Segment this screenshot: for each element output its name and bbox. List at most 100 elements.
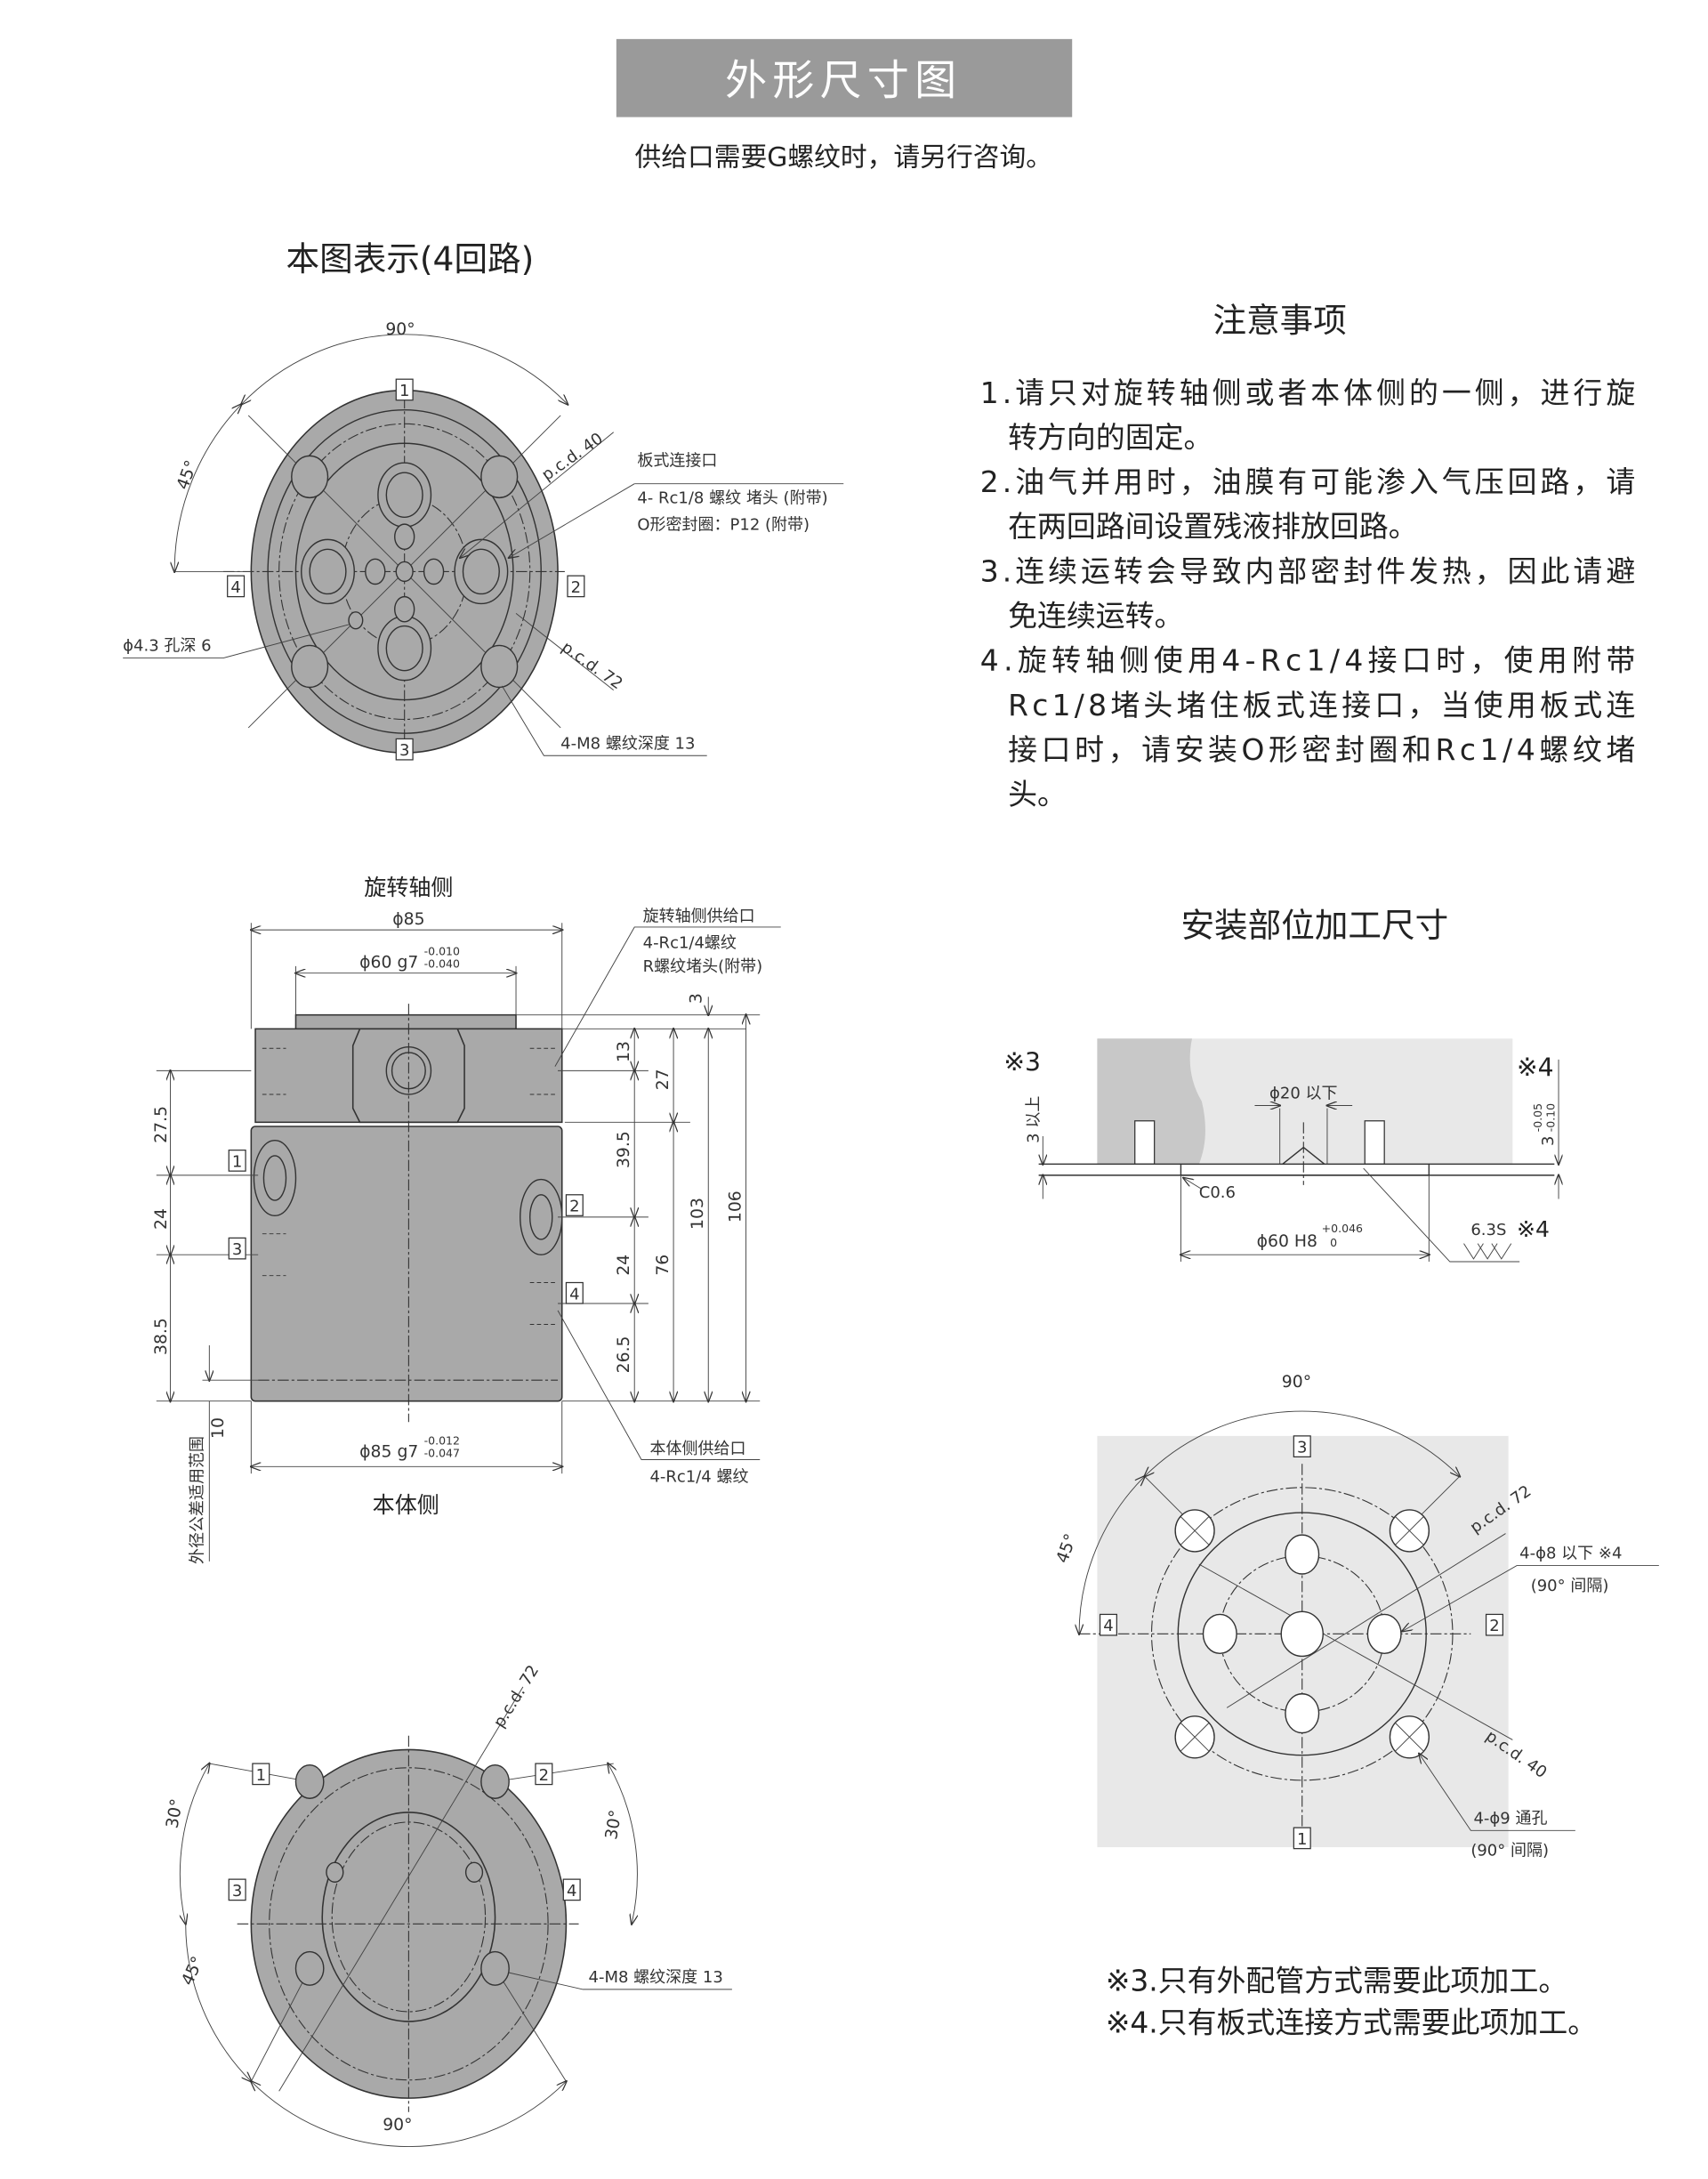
dimension-label: 3 [687, 993, 705, 1004]
port-number-2: 2 [1485, 1613, 1503, 1636]
dimension-label: 76 [654, 1255, 673, 1276]
dimension-label: 1 [1297, 1830, 1307, 1849]
dimension-label: 39.5 [615, 1131, 633, 1168]
dimension-label: ϕ20 以下 [1269, 1085, 1338, 1103]
footnote-4: ※4.只有板式连接方式需要此项加工。 [1106, 2005, 1597, 2039]
shaft-side-caption: 旋转轴侧 [364, 875, 453, 900]
dimension-label: 90° [1282, 1373, 1311, 1392]
note-1-cont: 转方向的固定。 [1008, 420, 1213, 455]
m8-thread-label: 4-M8 螺纹深度 13 [560, 734, 695, 753]
surface-roughness-symbol [1463, 1243, 1512, 1260]
note-2: 2.油气并用时，油膜有可能渗入气压回路，请 [980, 464, 1635, 499]
top-view-drawing: 本图表示(4回路) 90° 45° 1 2 3 4 [123, 239, 844, 761]
pcd-40-label: p.c.d. 40 [538, 429, 606, 484]
body-section [250, 1126, 563, 1402]
port-number-3: 3 [228, 1237, 246, 1260]
body-side-caption: 本体侧 [373, 1492, 439, 1518]
pcd-72-label: p.c.d. 72 [490, 1662, 543, 1731]
dimension-label: 24 [152, 1208, 171, 1230]
dimension-label: R螺纹堵头(附带) [643, 957, 763, 976]
pcd-72-label: p.c.d. 72 [558, 638, 625, 693]
dimension-label: 103 [689, 1198, 707, 1230]
dimension-label: 10 [209, 1417, 228, 1439]
dimension-label: -0.010 [424, 944, 460, 957]
note-4-cont-3: 头。 [1008, 777, 1067, 811]
dimension-label: 90° [383, 2116, 412, 2135]
notes-section: 注意事项 1.请只对旋转轴侧或者本体侧的一侧，进行旋 转方向的固定。 2.油气并… [980, 301, 1636, 811]
dimension-label: ϕ60 H8 [1257, 1232, 1317, 1251]
dimension-label: +0.046 [1322, 1222, 1363, 1235]
dimension-label: 45° [1053, 1531, 1081, 1566]
dimension-label: 1 [232, 1152, 242, 1171]
body-port-title: 本体侧供给口 [649, 1440, 745, 1458]
dimension-label: 2 [569, 1198, 579, 1216]
dimension-label: ϕ85 [392, 910, 424, 929]
dimension-label: 2 [539, 1766, 549, 1785]
note-2-cont: 在两回路间设置残液排放回路。 [1008, 509, 1417, 544]
angle-45-arc [174, 404, 241, 571]
through-holes-label: 4-ϕ9 通孔 [1473, 1809, 1547, 1828]
dimension-label: 3 [1297, 1439, 1307, 1457]
dimension-label: 27.5 [152, 1106, 171, 1143]
title-banner: 外形尺寸图 [616, 38, 1073, 117]
through-holes [1174, 1509, 1430, 1759]
port-number-3: 3 [1293, 1435, 1311, 1457]
dimension-label: 2 [1489, 1617, 1499, 1635]
port-number-4: 4 [565, 1281, 584, 1304]
port-number-1: 1 [395, 378, 414, 401]
dimension-label: 26.5 [615, 1336, 633, 1373]
dimension-label: -0.047 [424, 1446, 460, 1459]
dimension-label: 0 [1330, 1236, 1337, 1249]
angle-90-arc [241, 334, 568, 405]
dimension-label: 3 [1539, 1136, 1558, 1146]
note-3-cont: 免连续运转。 [1008, 599, 1183, 634]
dimension-label: 30° [602, 1809, 625, 1841]
m8-thread-label: 4-M8 螺纹深度 13 [589, 1968, 723, 1987]
top-view-caption: 本图表示(4回路) [286, 239, 535, 278]
note-4: 4.旋转轴侧使用4-Rc1/4接口时，使用附带 [980, 643, 1635, 678]
note-4-cont-1: Rc1/8堵头堵住板式连接口，当使用板式连 [1008, 688, 1635, 722]
dimension-label: -0.05 [1531, 1103, 1544, 1132]
dimension-label: (90° 间隔) [1531, 1577, 1609, 1595]
footnote-3: ※3.只有外配管方式需要此项加工。 [1106, 1963, 1567, 1997]
dimension-label: ϕ85 g7 [359, 1442, 418, 1461]
dimension-label: 30° [164, 1797, 187, 1829]
pin-hole-label: ϕ4.3 孔深 6 [123, 637, 211, 656]
dimension-label: 24 [615, 1255, 633, 1276]
port-number-1: 1 [252, 1763, 270, 1786]
angle-45-label: 45° [173, 458, 201, 493]
bore-recess [1180, 1163, 1430, 1176]
note-4-cont-2: 接口时，请安装O形密封圈和Rc1/4螺纹堵 [1008, 732, 1635, 767]
dimension-label: ※4 [1517, 1216, 1550, 1242]
dimension-label: 13 [615, 1041, 633, 1062]
plate-port-oring: O形密封圈：P12 (附带) [637, 515, 810, 534]
dimension-label: ϕ60 g7 [359, 953, 418, 972]
dimension-label: 4-Rc1/4 螺纹 [649, 1468, 748, 1487]
dimension-label: 1 [256, 1766, 266, 1785]
note-1: 1.请只对旋转轴侧或者本体侧的一侧，进行旋 [980, 375, 1635, 410]
side-view-drawing: 旋转轴侧 ϕ85 ϕ60 g7 -0.010 -0.040 27.5 24 38… [152, 875, 781, 1564]
note-mark-3: ※3 [1003, 1047, 1041, 1077]
dimension-label: 4 [230, 578, 240, 597]
plate-port-title: 板式连接口 [637, 451, 717, 470]
tolerance-range-label: 外径公差适用范围 [188, 1436, 206, 1564]
plate-port-thread: 4- Rc1/8 螺纹 堵头 (附带) [637, 489, 827, 508]
port-number-1: 1 [228, 1150, 246, 1172]
port-number-2: 2 [565, 1194, 584, 1216]
notes-title: 注意事项 [1213, 301, 1346, 340]
note-mark-4: ※4 [1517, 1053, 1554, 1083]
port-number-4: 4 [227, 575, 246, 598]
angle-90-label: 90° [385, 320, 415, 339]
dimension-label: -0.012 [424, 1433, 460, 1447]
mounting-plan-drawing: 90° 45° 3 1 4 2 p.c.d. 72 p.c.d. 40 4-ϕ8… [1053, 1373, 1659, 1860]
dimension-label: 27 [654, 1069, 673, 1090]
port-number-4: 4 [1099, 1613, 1117, 1636]
dimension-label: 4 [567, 1882, 576, 1901]
port-number-3: 3 [395, 738, 414, 761]
dimension-label: 1 [399, 382, 409, 400]
mounting-section: 安装部位加工尺寸 ϕ20 以下 ※3 ※4 3 以上 3 -0.05 -0.10… [1003, 906, 1559, 1263]
dimension-label: 106 [726, 1190, 745, 1223]
dimension-label: 4-Rc1/4螺纹 [643, 933, 737, 952]
dimension-label: 4 [1103, 1617, 1113, 1635]
